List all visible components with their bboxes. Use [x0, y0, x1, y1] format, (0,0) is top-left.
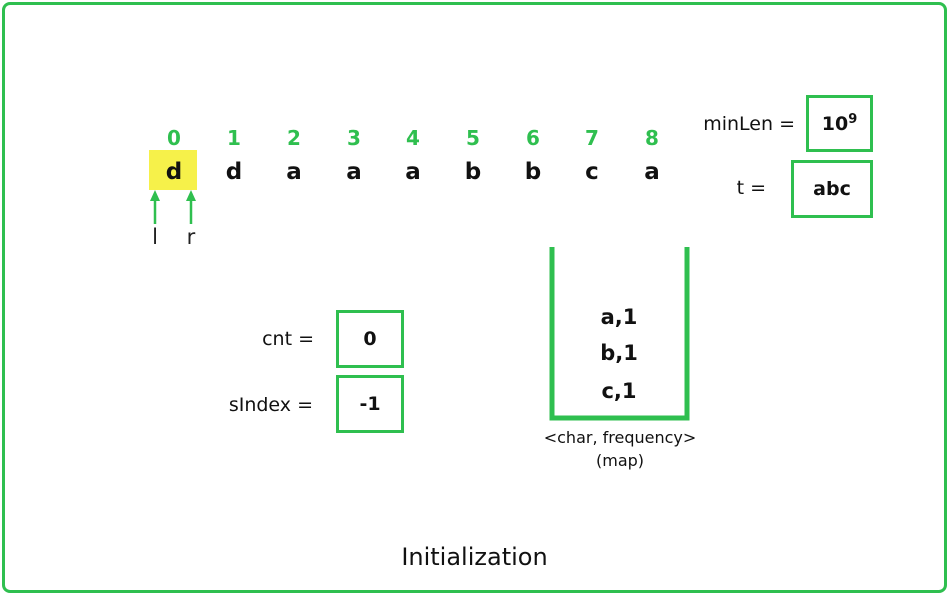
index-label: 6: [526, 126, 540, 150]
string-char: a: [346, 159, 362, 185]
map-caption: <char, frequency>: [543, 428, 697, 447]
r-pointer-label: r: [186, 225, 196, 249]
minlen-exponent: 9: [848, 112, 858, 127]
minlen-label: minLen =: [703, 113, 795, 135]
map-entry: b,1: [600, 341, 638, 365]
sindex-label: sIndex =: [228, 394, 313, 416]
minlen-base: 10: [821, 112, 849, 135]
t-label: t =: [736, 177, 766, 199]
map-entry: a,1: [600, 305, 638, 329]
index-label: 2: [287, 126, 301, 150]
string-char: a: [405, 159, 421, 185]
index-label: 0: [167, 126, 181, 150]
string-char: c: [585, 159, 599, 185]
r-pointer-arrow: [186, 190, 196, 224]
string-char: d: [165, 159, 183, 185]
string-char: b: [464, 159, 482, 185]
index-label: 3: [347, 126, 361, 150]
string-char: b: [524, 159, 542, 185]
l-pointer-label: l: [152, 225, 158, 249]
index-label: 7: [585, 126, 599, 150]
sindex-value-box: -1: [336, 375, 404, 433]
index-label: 8: [645, 126, 659, 150]
cnt-label: cnt =: [262, 328, 314, 350]
map-entry: c,1: [601, 379, 637, 403]
cnt-value-box: 0: [336, 310, 404, 368]
l-pointer-arrow: [150, 190, 160, 224]
index-label: 4: [406, 126, 420, 150]
string-char: a: [286, 159, 302, 185]
string-char: d: [225, 159, 243, 185]
current-char-highlight: [149, 150, 197, 190]
t-value-box: abc: [791, 160, 873, 218]
index-label: 5: [466, 126, 480, 150]
index-label: 1: [227, 126, 241, 150]
step-caption: Initialization: [401, 543, 548, 571]
string-char: a: [644, 159, 660, 185]
map-container: [549, 247, 690, 421]
map-caption-type: (map): [595, 451, 645, 470]
